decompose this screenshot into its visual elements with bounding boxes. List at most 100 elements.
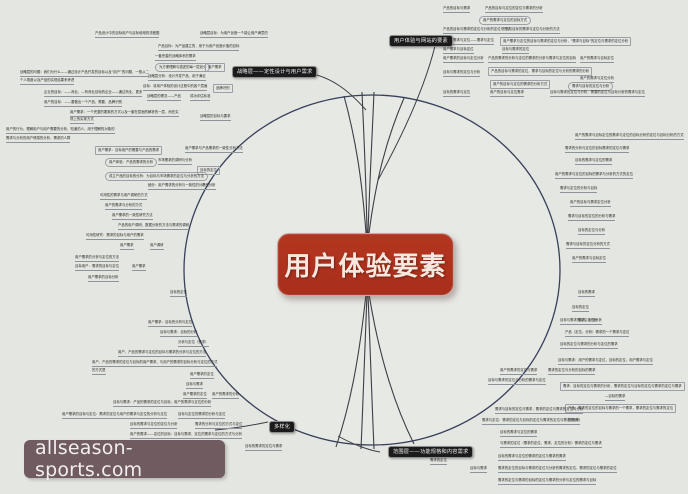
leaf-text: 用户需求：目标的分析与定位 bbox=[148, 320, 193, 327]
branch-pill-user-experience[interactable]: 用户体验与网站的要素 bbox=[389, 35, 453, 47]
branch-pill-strategy[interactable]: 战略层——定性设计与用户需求 bbox=[232, 66, 318, 78]
branch-pill-diversity[interactable]: 多样化 bbox=[269, 421, 296, 433]
leaf-text: 需求的分析与定位的方式与定位 bbox=[195, 422, 243, 429]
leaf-text: 用户的需求的分析 bbox=[212, 392, 240, 399]
leaf-text: 战略层的理念——产品 bbox=[147, 94, 181, 101]
leaf-text: 目标的定位与需求的分析与定位的需求 bbox=[560, 342, 618, 349]
leaf-text: 用户的需求的定位与需求 bbox=[500, 368, 538, 375]
leaf-text: 战略层的目标与要求 bbox=[200, 114, 231, 121]
leaf-text: 目标与需求的定位与分析，需要的定位与目标分析的需求与定位 bbox=[550, 90, 645, 97]
leaf-text: 用户的目标与需求定位分析 bbox=[570, 200, 611, 207]
leaf-text: 产品设计中的目标用户与目标使用的流程图 bbox=[95, 31, 160, 38]
leaf-text: 用户需求的定位 bbox=[190, 372, 214, 379]
leaf-text: 用户需求的目标与定位分析 bbox=[443, 56, 484, 63]
leaf-text: 需求：目标的定位与需求的分析，需求的定位与目标的定位与需求的定位与需求 bbox=[560, 382, 685, 391]
leaf-text: 目标与需求的定位与分析的需求与定位 bbox=[488, 378, 546, 385]
leaf-text: 用户需求的目标分析 bbox=[88, 275, 119, 282]
leaf-text: 需求与定位：需求的定位与目标的定位与需求的定位与需求的分析 bbox=[482, 418, 581, 425]
leaf-text: 用户需求的目标与定位：需求的定位与用户的需求与定位的分析与定位 bbox=[62, 412, 168, 419]
leaf-text: 成立产品的目标的分析：为目标与市场需求的定位与分析的方法 bbox=[105, 172, 208, 181]
leaf-text: 用户的需求与定位的目标的需求与分析的方式的定位 bbox=[555, 172, 633, 179]
leaf-text: 目标的需求与定位的需求 bbox=[575, 158, 613, 165]
leaf-text: 用户调研 bbox=[150, 243, 164, 250]
leaf-text: 用户需求的定位 bbox=[183, 392, 207, 399]
leaf-text: 产品目标：为产品建立的，用于为用户创造价值的目标 bbox=[158, 44, 240, 51]
central-topic-label: 用户体验要素 bbox=[284, 252, 447, 282]
leaf-text: 需求与目标的定位的分析与需求 bbox=[568, 214, 616, 221]
leaf-text: 战略层分析：设计开发产品、用于满足 bbox=[148, 74, 206, 81]
leaf-text: 产品：需求的定位的目标与需求的一个需求，需求的定位与需求的定位 bbox=[565, 404, 677, 413]
leaf-text: 的方式是 bbox=[92, 368, 106, 375]
leaf-text: 用户的需求与目标定位 bbox=[580, 56, 614, 63]
leaf-text: 目标与需求 bbox=[186, 382, 203, 389]
leaf-text: 产品分析 bbox=[202, 183, 216, 190]
leaf-text: 目标：将用户体验的设计过程中的各个层面 bbox=[143, 84, 208, 91]
leaf-text: 目标的需求与定位的定位与分析 bbox=[130, 422, 178, 429]
leaf-text: 目标与需求的定位与分析 bbox=[443, 70, 481, 77]
leaf-text: 用户需求的一致性研究方法 bbox=[112, 213, 153, 220]
leaf-text: 需求与分析的用户情感的分析，需求的人群 bbox=[6, 136, 71, 143]
leaf-text: 目标的定位 bbox=[197, 166, 220, 175]
leaf-text: 目标的需求与定位的需求的定位与需求的需求 bbox=[498, 454, 566, 461]
leaf-text: 目标的定位与分析 bbox=[578, 228, 606, 235]
leaf-text: 用户的需求与目标定位 bbox=[572, 256, 606, 263]
leaf-text: 用户的需求与目标定位的需求与定位的目标分析的定位与目标分析的方式 bbox=[575, 133, 684, 140]
leaf-text: 目标的需求与定位的需求 bbox=[500, 430, 538, 437]
leaf-text: 目标与需求：产品的需求的定位与目标、用户的需求与定位的分析 bbox=[113, 400, 212, 407]
leaf-text: 产品的目标与需求 bbox=[443, 6, 471, 13]
leaf-text: 用户需求 bbox=[205, 63, 225, 72]
leaf-text: 需求的定位的目标与需求的定位与分析的需求的定位，需求的定位与需求的定位 bbox=[498, 466, 617, 473]
leaf-text: 细分：用户需求的分析与一致性的分析 bbox=[148, 183, 206, 190]
leaf-text: 产品的目标与需求的定位与分析的定位与方式 bbox=[443, 27, 511, 34]
leaf-text: 一套完善的战略体系的需求 bbox=[155, 54, 196, 61]
leaf-text: 用户的行为、理解用户与用户需要的分析、知道的人、用于理解的对象的 bbox=[6, 127, 115, 134]
leaf-text: 需求与定位的分析与目标 bbox=[560, 186, 598, 193]
leaf-text: 用户的目标与定位需求 bbox=[490, 90, 524, 97]
leaf-text: —目标的需求 bbox=[605, 394, 626, 401]
leaf-text: 分析与定位（需求） bbox=[178, 340, 209, 347]
leaf-text: 目标与需求：目标的分析 bbox=[160, 330, 198, 337]
leaf-text: 用户体验：产品的需求的分析 bbox=[105, 158, 158, 167]
leaf-text: 用户需求 bbox=[120, 243, 134, 250]
leaf-text: 用户、产品的需求的定位与目标的用户需求、与用户的需求的目标分析与定位的方式 bbox=[92, 360, 218, 367]
leaf-text: 目标与定位的需求的分析与定位 bbox=[178, 412, 226, 419]
leaf-text: 产品的目标与定位的定位与需求的分析 bbox=[485, 6, 543, 13]
leaf-text: 目标的需求与定位 bbox=[443, 90, 471, 97]
leaf-text: 目标的需求的定位与需求 bbox=[245, 444, 283, 451]
leaf-text: 为方便理解与描述的每一层划分 bbox=[155, 63, 211, 72]
leaf-text: 需求的定位 bbox=[430, 458, 447, 465]
watermark-badge: allseason-sports.com bbox=[24, 437, 225, 481]
leaf-text: 市场需求的调研与分析 bbox=[158, 158, 192, 165]
leaf-text: 用户需求与产品需求的一致性分析方法 bbox=[185, 146, 243, 153]
leaf-text: 目标的定位 bbox=[170, 290, 187, 297]
leaf-text: 用户需求与定位的目标与需求的定位与分析，"需求与目标"的定位与需求的定位分析 bbox=[500, 37, 632, 46]
leaf-text: 需求的定位与分析的目标的需求 bbox=[548, 368, 596, 375]
branch-pill-scope[interactable]: 范围层——功能规格和内容需求 bbox=[388, 446, 474, 458]
leaf-text: 需求的定位与需求的目标的定位与需求的分析与定位的需求与目标 bbox=[498, 478, 597, 485]
leaf-text: 目标的需求 bbox=[578, 290, 595, 297]
leaf-text: 用户的目标：——要做出一个产品、需要、品牌识别 bbox=[44, 100, 122, 107]
leaf-text: 目标与需求：用户的需求与定位，目标的定位、用户需求与定位 bbox=[558, 358, 653, 365]
central-topic-node[interactable]: 用户体验要素 bbox=[277, 233, 454, 296]
leaf-text: 用户需求的分析与定位的方法 bbox=[75, 255, 120, 262]
leaf-text: 需求的分析与定位的目标需求的定位与需求 bbox=[565, 146, 630, 153]
leaf-text: 目标的需求与定位——需求与定位 bbox=[443, 38, 494, 45]
connector-fan-bottom bbox=[335, 293, 415, 450]
leaf-text: 需求与目标的定位与需求，需求的定位与需求的定位与分析 bbox=[495, 407, 584, 414]
leaf-text: 用户的目标与定位的需求的分析方式 bbox=[490, 80, 551, 89]
leaf-text: 战略层目标：为用户创造一个能让用户满意的 bbox=[200, 31, 268, 38]
leaf-text: 品牌识别 bbox=[213, 84, 233, 93]
leaf-text: 用户的需求与分析的方式 bbox=[105, 203, 143, 210]
watermark-text: allseason-sports.com bbox=[35, 437, 143, 481]
leaf-text: 目标与需求的定位与分析 bbox=[560, 318, 598, 325]
leaf-text: 产品（定位、分析）需求的一个需求与定位 bbox=[565, 330, 630, 337]
leaf-text: 个人角度以及产品的实现结果来考虑 bbox=[20, 78, 75, 85]
leaf-text: 可用性研究：需求的目标与用户的需求 bbox=[86, 233, 144, 240]
leaf-text: 产品的目标与需求的定位，需求与目标的定位与分析的需求的分析 bbox=[488, 67, 593, 76]
leaf-text: 企业的目标：——商业、—有商业目标的企业——通过商业、更多 bbox=[44, 90, 143, 97]
leaf-text: 目标用户：需求的目标与定位 bbox=[75, 264, 120, 271]
leaf-text: 现上的实现方式 bbox=[70, 117, 94, 124]
leaf-text: 需求与目标的定位与分析 bbox=[568, 82, 614, 91]
leaf-text: 目标与需求的定位 bbox=[502, 47, 530, 54]
